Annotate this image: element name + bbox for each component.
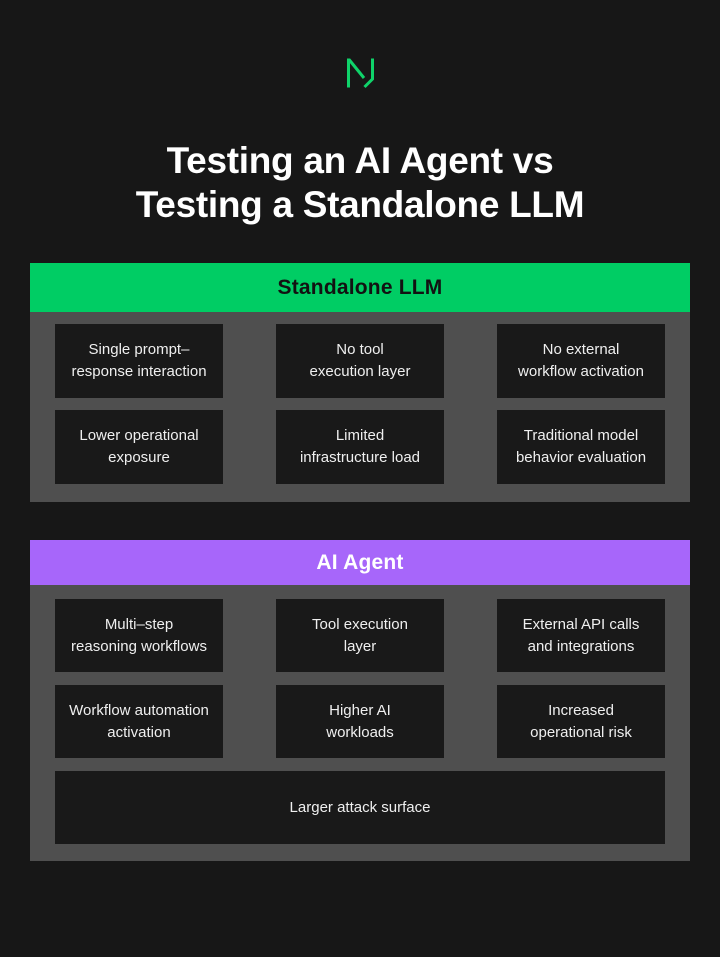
logo-diagonal: [347, 58, 365, 79]
agent-card: Tool execution layer: [276, 599, 444, 672]
agent-card: Higher AI workloads: [276, 685, 444, 758]
n-logo-icon: [346, 58, 374, 89]
ai-agent-card-grid: Multi–step reasoning workflows Tool exec…: [55, 599, 665, 844]
llm-card: No external workflow activation: [497, 324, 665, 398]
ai-agent-body: Multi–step reasoning workflows Tool exec…: [30, 585, 690, 861]
agent-card: Increased operational risk: [497, 685, 665, 758]
agent-wide-card: Larger attack surface: [55, 771, 665, 844]
section-standalone-llm: Standalone LLM Single prompt– response i…: [30, 263, 690, 502]
page-title: Testing an AI Agent vs Testing a Standal…: [0, 139, 720, 227]
agent-card: External API calls and integrations: [497, 599, 665, 672]
page-title-line-2: Testing a Standalone LLM: [135, 184, 585, 225]
agent-card: Workflow automation activation: [55, 685, 223, 758]
llm-card: Single prompt– response interaction: [55, 324, 223, 398]
llm-card: Limited infrastructure load: [276, 410, 444, 484]
llm-card: No tool execution layer: [276, 324, 444, 398]
standalone-llm-card-grid: Single prompt– response interaction No t…: [55, 324, 665, 484]
page-title-line-1: Testing an AI Agent vs: [166, 140, 554, 181]
ai-agent-header: AI Agent: [30, 540, 690, 585]
infographic-canvas: Testing an AI Agent vs Testing a Standal…: [0, 57, 720, 957]
agent-card: Multi–step reasoning workflows: [55, 599, 223, 672]
standalone-llm-body: Single prompt– response interaction No t…: [30, 312, 690, 502]
logo-right-hook: [362, 58, 374, 89]
llm-card: Traditional model behavior evaluation: [497, 410, 665, 484]
standalone-llm-header: Standalone LLM: [30, 263, 690, 312]
section-ai-agent: AI Agent Multi–step reasoning workflows …: [30, 540, 690, 861]
llm-card: Lower operational exposure: [55, 410, 223, 484]
